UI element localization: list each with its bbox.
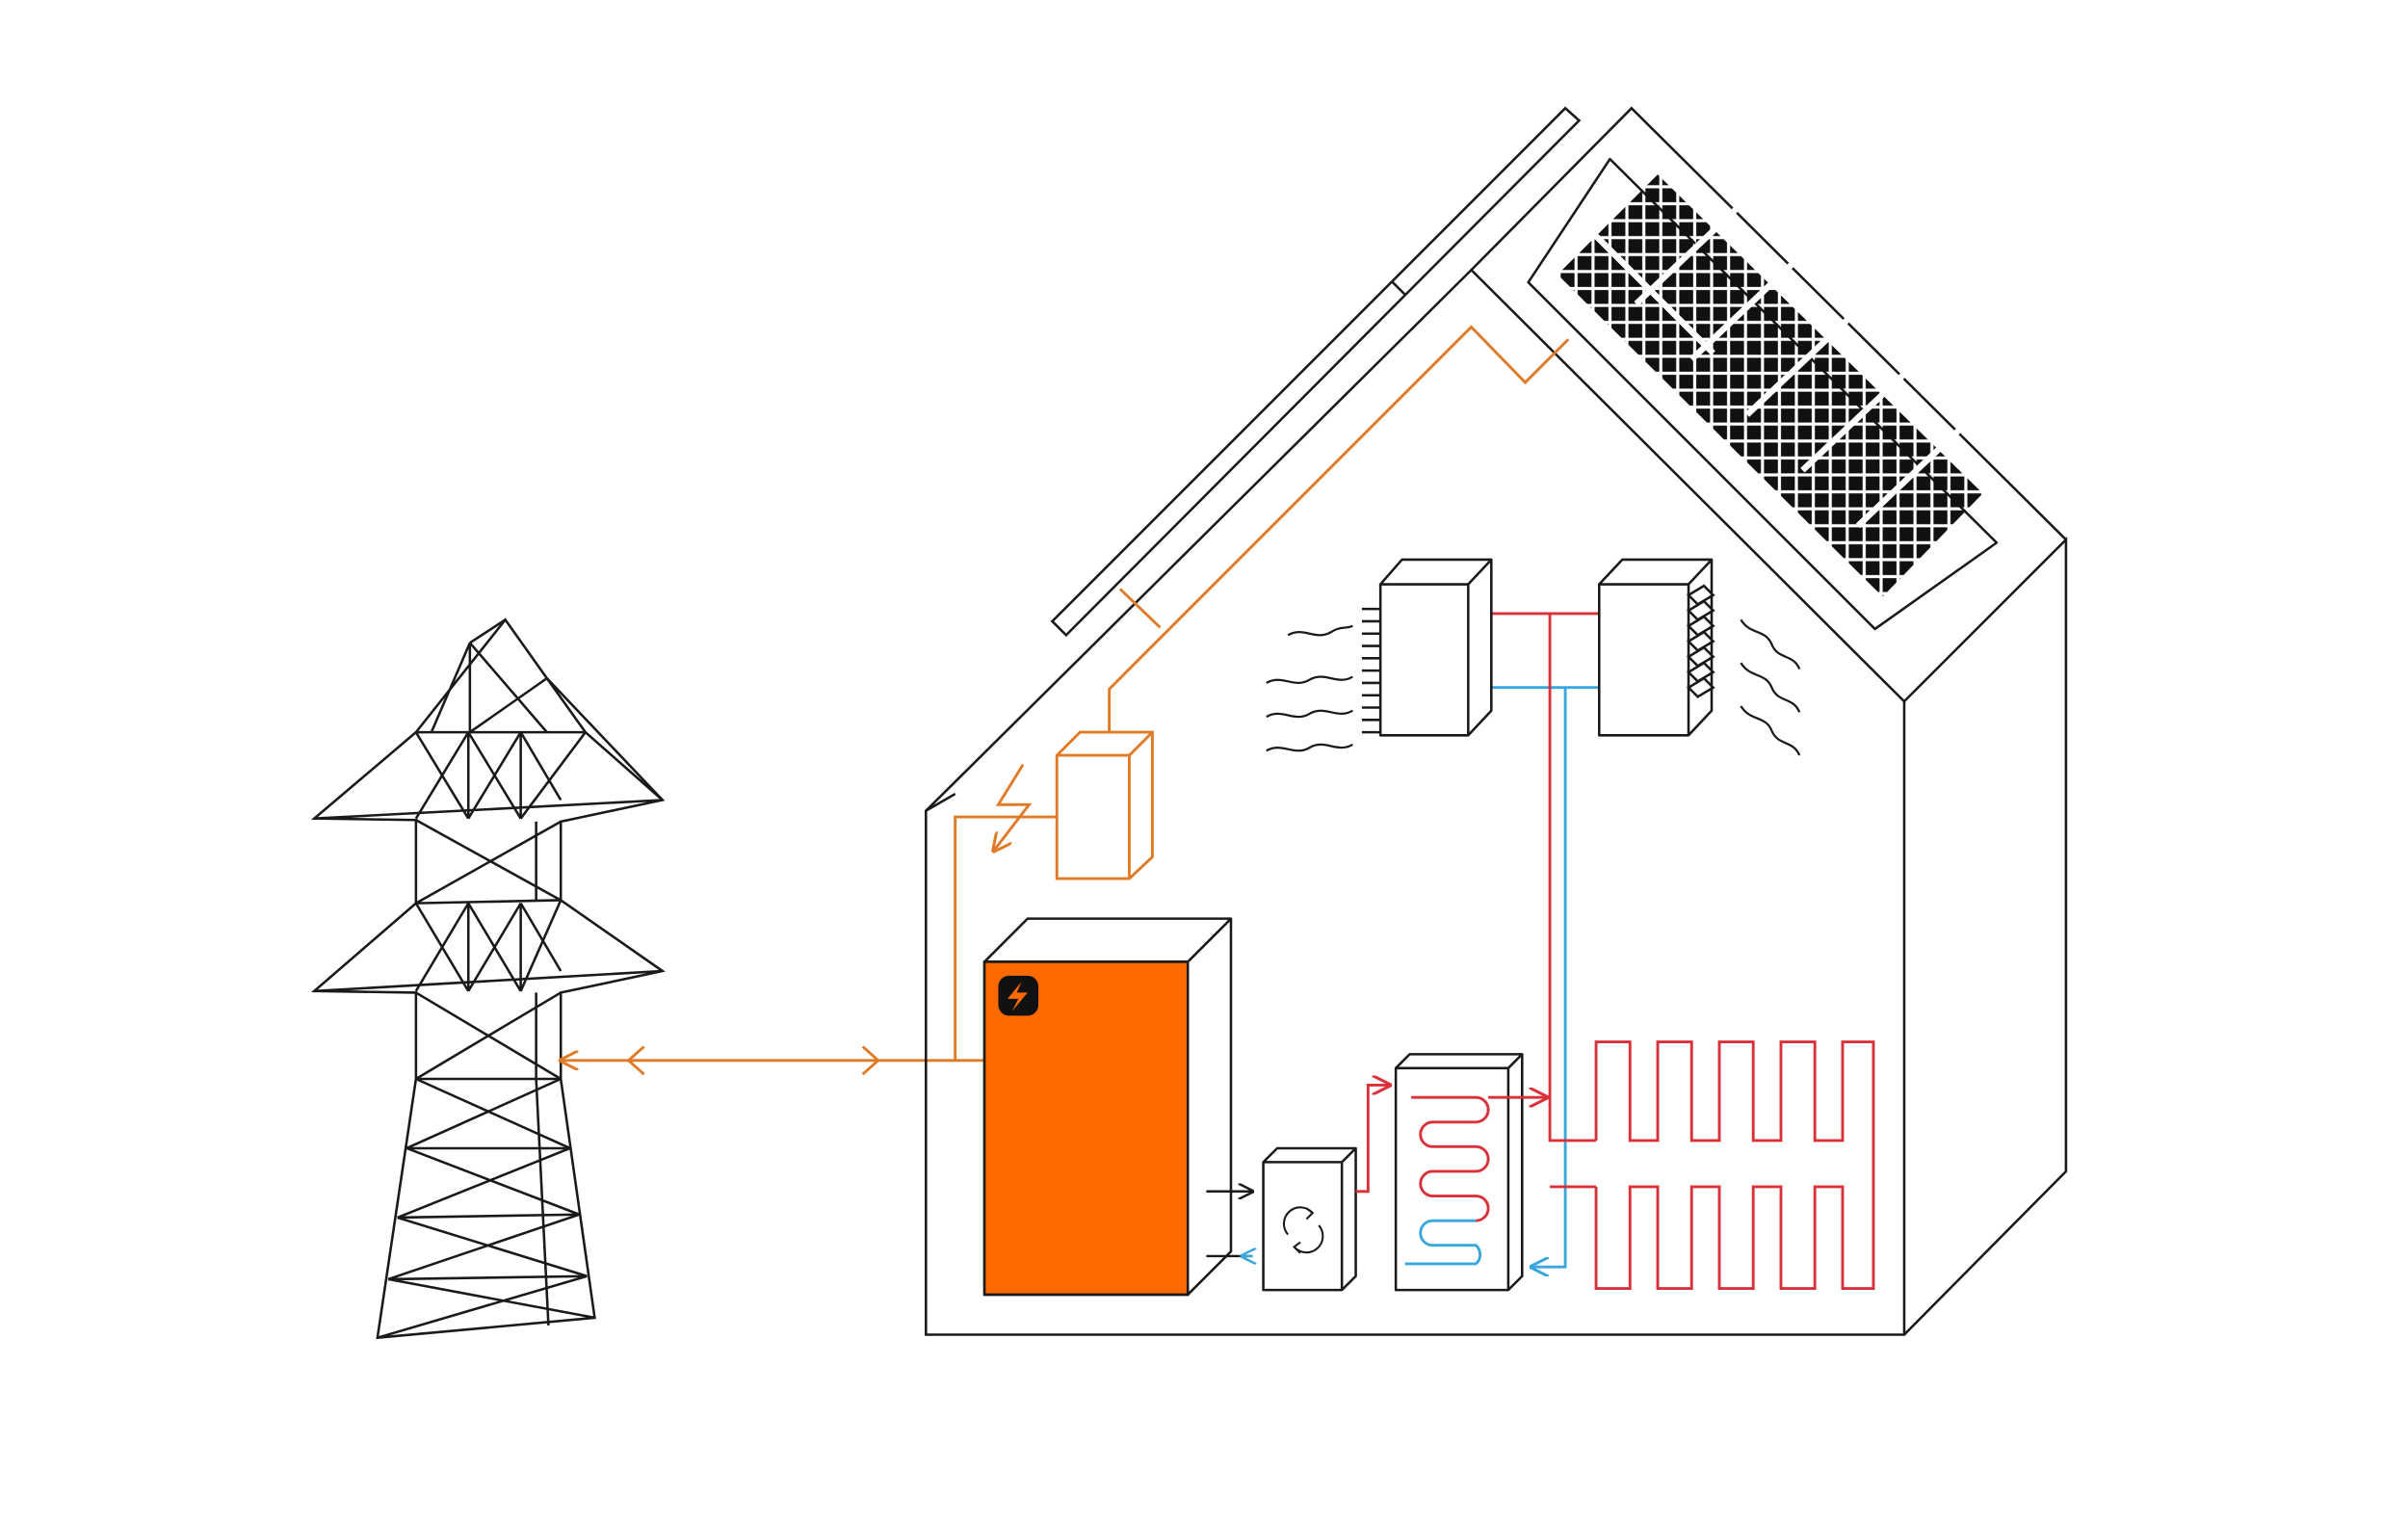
radiator-left	[1361, 558, 1493, 737]
grid-connection-line	[561, 1045, 955, 1076]
solar-cells	[1557, 174, 1983, 597]
roof-rail	[1050, 106, 1582, 638]
solar-panel	[1527, 157, 1999, 631]
radiator-right-fins	[1686, 584, 1715, 698]
lightning-bolt-icon	[998, 975, 1039, 1016]
zigzag-lightning-icon	[994, 763, 1033, 852]
battery-front-panel	[982, 960, 1190, 1297]
battery-storage	[982, 917, 1233, 1297]
radiator-right	[1597, 558, 1715, 737]
coil-cold	[1404, 1219, 1482, 1266]
power-pylon	[310, 617, 666, 1340]
heat-pump	[1262, 1146, 1357, 1292]
inverter	[1055, 730, 1154, 880]
house-outline	[925, 106, 2068, 1336]
heating-flow-pipe	[1476, 612, 1606, 1189]
inverter-battery-cable	[954, 815, 1058, 1063]
heating-return-pipe	[1476, 686, 1606, 1267]
coil-hot	[1411, 1095, 1490, 1222]
hot-water-storage	[1394, 1053, 1547, 1292]
wavy-heat-icon	[1740, 618, 1801, 756]
battery-heatpump-link	[1206, 1192, 1252, 1256]
circular-arrows-icon	[1282, 1206, 1324, 1254]
wavy-heat-icon	[1266, 624, 1353, 752]
solar-inverter-cable	[1108, 325, 1570, 734]
radiator-left-fins	[1361, 607, 1381, 734]
heatpump-flow-pipe	[1355, 1085, 1390, 1194]
underfloor-heating	[1594, 1040, 1875, 1290]
